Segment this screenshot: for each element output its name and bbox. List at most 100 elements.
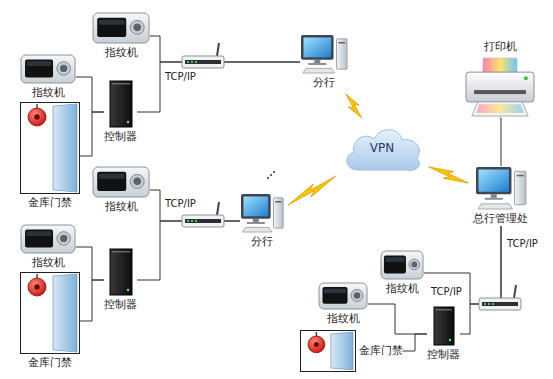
graphic-part: [28, 108, 46, 126]
node-label: 指纹机: [105, 46, 138, 60]
node-picture: [109, 80, 133, 128]
computer-icon: [475, 166, 527, 210]
graphic-part: [484, 303, 486, 305]
vault-door: 金库门禁: [20, 272, 80, 370]
graphic-part: [482, 302, 518, 306]
network-cable: [403, 334, 427, 351]
fingerprint-reader-icon: [380, 250, 424, 280]
controller: 控制器: [427, 306, 460, 362]
network-cable: [500, 118, 501, 166]
fingerprint-reader: 指纹机: [380, 250, 424, 296]
node-picture: [300, 34, 348, 74]
controller: 控制器: [104, 80, 137, 144]
protocol-label: TCP/IP: [430, 286, 463, 298]
network-cable: [424, 226, 501, 304]
graphic-part: [27, 231, 52, 236]
fingerprint-reader-icon: [20, 224, 76, 254]
graphic-part: [476, 104, 523, 113]
graphic-part: [36, 104, 38, 108]
graphic-part: [524, 76, 528, 80]
controller-box-icon: [109, 80, 133, 128]
graphic-part: [28, 278, 46, 296]
fingerprint-reader-icon: [318, 282, 368, 310]
graphic-part: [195, 220, 197, 222]
graphic-part: [21, 55, 75, 83]
node-label: 控制器: [427, 348, 460, 362]
node-label: 指纹机: [32, 86, 65, 100]
graphic-part: [338, 42, 345, 44]
fingerprint-reader: 指纹机: [92, 12, 150, 60]
graphic-part: [99, 174, 125, 179]
graphic-part: [110, 249, 132, 295]
graphic-part: [448, 339, 450, 341]
fingerprint-reader: 指纹机: [20, 224, 76, 270]
graphic-part: [241, 194, 271, 219]
node-picture: [300, 330, 356, 372]
vault-door-icon: [20, 272, 80, 354]
router-icon: [479, 285, 521, 310]
graphic-part: [185, 219, 221, 223]
graphic-part: [57, 62, 70, 75]
graphic-part: [93, 13, 149, 43]
graphic-part: [314, 60, 320, 63]
node-picture: [433, 306, 455, 346]
fingerprint-reader: 指纹机: [92, 166, 150, 214]
graphic-part: [133, 178, 141, 186]
graphic-part: [478, 204, 512, 209]
node-picture: [20, 272, 80, 354]
graphic-part: [411, 261, 417, 267]
graphic-part: [21, 225, 75, 253]
graphic-part: [336, 39, 347, 69]
graphic-part: [110, 81, 132, 127]
signal-mark: [267, 171, 275, 179]
node-picture: [20, 224, 76, 254]
graphic-part: [273, 198, 283, 228]
node-label: 金库门禁: [28, 356, 72, 370]
vault-door: 金库门禁: [20, 102, 80, 210]
vault-door-icon: [20, 102, 80, 194]
graphic-part: [195, 61, 197, 63]
graphic-part: [316, 332, 318, 336]
graphic-part: [479, 298, 521, 310]
graphic-part: [187, 220, 189, 222]
graphic-part: [267, 177, 269, 179]
graphic-part: [57, 232, 70, 245]
graphic-part: [21, 103, 80, 194]
network-cable: [368, 304, 427, 334]
graphic-part: [474, 90, 526, 94]
computer: 总行管理处: [473, 166, 528, 226]
controller: 控制器: [104, 248, 137, 312]
graphic-part: [182, 215, 224, 227]
graphic-part: [112, 83, 130, 85]
node-label: 控制器: [104, 130, 137, 144]
graphic-part: [97, 172, 126, 191]
vault-door-icon: [300, 330, 356, 372]
protocol-label: TCP/IP: [164, 198, 197, 210]
node-label: 分行: [313, 76, 335, 90]
graphic-part: [270, 174, 272, 176]
controller-box-icon: [109, 248, 133, 296]
graphic-part: [93, 167, 149, 197]
fingerprint-reader-icon: [20, 54, 76, 84]
graphic-part: [126, 121, 128, 123]
graphic-part: [319, 283, 367, 309]
graphic-part: [324, 289, 346, 293]
computer-icon: [300, 34, 348, 74]
graphic-part: [478, 170, 508, 192]
fingerprint-reader-icon: [92, 166, 150, 198]
graphic-part: [347, 130, 420, 171]
graphic-part: [434, 307, 454, 345]
graphic-part: [187, 61, 189, 63]
graphic-part: [273, 171, 275, 173]
graphic-part: [130, 174, 144, 188]
lightning-connector: [346, 94, 362, 118]
graphic-part: [133, 24, 141, 32]
printer: 打印机: [463, 40, 537, 118]
graphic-part: [331, 332, 353, 370]
node-picture: [92, 12, 150, 44]
graphic-part: [126, 289, 128, 291]
graphic-part: [303, 68, 335, 73]
node-picture: [92, 166, 150, 198]
graphic-part: [304, 38, 332, 58]
graphic-part: [34, 114, 39, 119]
